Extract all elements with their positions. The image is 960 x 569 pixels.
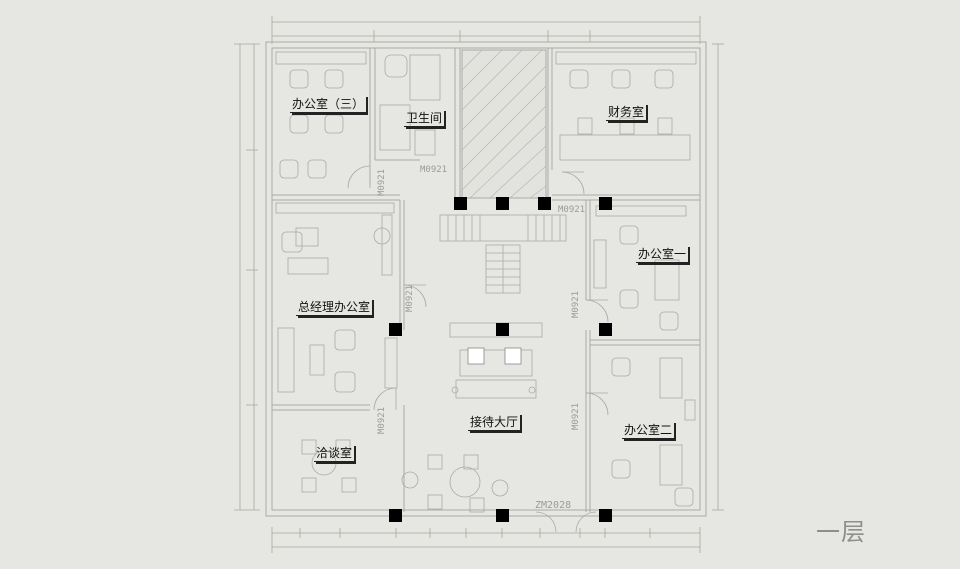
- reception-armchairs: [467, 347, 522, 365]
- dimension-lines: [234, 16, 724, 553]
- room-label-restroom: 卫生间: [404, 111, 445, 127]
- door-swings: [347, 165, 609, 533]
- door-code-m0921: M0921: [571, 290, 581, 318]
- door-code-m0921: M0921: [558, 205, 586, 215]
- room-label-office-3: 办公室（三）: [290, 97, 367, 113]
- room-label-office-1: 办公室一: [636, 247, 689, 263]
- stair-void: [461, 49, 547, 199]
- room-label-finance: 财务室: [606, 105, 647, 121]
- furniture: [275, 51, 697, 513]
- room-label-meeting-room: 洽谈室: [314, 446, 355, 462]
- stairs: [439, 214, 567, 294]
- room-label-reception-hall: 接待大厅: [468, 415, 521, 431]
- interior-walls: [272, 47, 700, 512]
- structural-columns: [389, 197, 612, 522]
- room-label-gm-office: 总经理办公室: [296, 300, 373, 316]
- door-code-zm2028: ZM2028: [535, 500, 572, 511]
- door-code-m0921: M0921: [420, 165, 448, 175]
- door-code-m0921: M0921: [377, 168, 387, 196]
- room-label-office-2: 办公室二: [622, 423, 675, 439]
- door-code-m0921: M0921: [377, 406, 387, 434]
- door-code-m0921: M0921: [405, 284, 415, 312]
- door-code-m0921: M0921: [571, 402, 581, 430]
- floor-level-label: 一层: [816, 518, 866, 546]
